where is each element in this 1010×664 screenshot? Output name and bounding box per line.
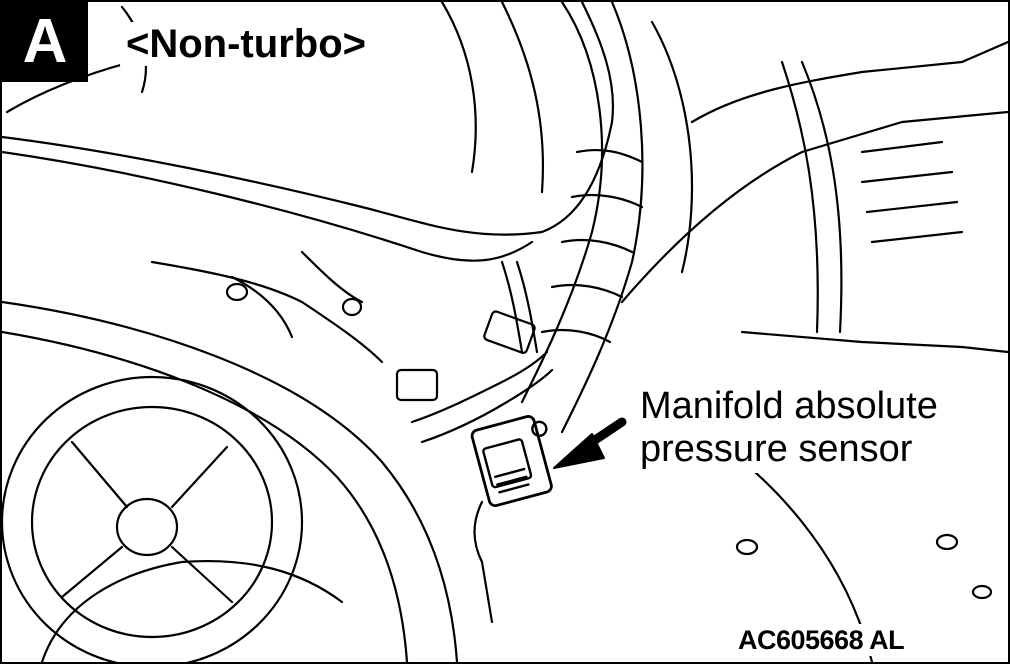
figure-id-code: AC605668 [738,625,864,655]
block-contour-1 [150,260,384,364]
drive-belt-outer [2,300,459,662]
pulley-spoke-4 [60,545,124,599]
runner-rib-3 [560,238,634,254]
right-panel [740,330,1008,354]
engine-cover-outline [2,2,615,236]
runner-rib-2 [570,193,644,209]
hose-right-2 [800,60,843,334]
cover-rib-2 [440,2,477,174]
sensor-callout-line-1: Manifold absolute [640,385,938,427]
bolt-hole-right-2 [935,533,959,551]
runner-rib-5 [540,328,612,344]
right-fins-4 [870,230,964,244]
map-sensor [470,415,553,508]
bolt-hole-right-1 [735,538,759,556]
right-bracket-outline [690,40,1008,124]
engine-cover-lower-edge [2,150,534,262]
harness-wire-2 [515,260,539,354]
intake-runner-3 [650,20,694,274]
engine-variant-label: <Non-turbo> [120,22,372,66]
sensor-callout-label: Manifold absolute pressure sensor [634,383,944,473]
right-fins-1 [860,140,944,154]
crank-pulley [2,375,304,662]
left-connector [395,368,439,402]
view-letter-badge: A [2,2,88,82]
pulley-spoke-3 [170,545,234,604]
intake-runner-2 [560,2,644,434]
harness-connector [483,310,536,354]
figure-id: AC605668 AL [732,624,911,656]
harness-wire-1 [500,260,524,354]
pulley-spoke-2 [170,445,229,509]
right-bracket-lower [620,110,1008,304]
hose-right-1 [780,60,819,334]
figure-id-suffix: AL [869,625,905,655]
vacuum-hose-1 [410,350,549,424]
vacuum-hose-2 [420,368,554,444]
lower-hose [40,559,344,662]
bolt-left-1 [225,282,249,302]
crank-pulley-hub [115,497,179,557]
bolt-left-2 [341,297,363,317]
bolt-hole-right-3 [971,584,993,600]
right-fins-3 [865,200,959,214]
callout-arrow [553,417,627,469]
intake-runner-1 [520,2,604,404]
runner-rib-4 [550,283,624,299]
drive-belt-inner [2,330,409,662]
crank-pulley-rim [30,405,274,639]
cover-rib-3 [500,2,545,194]
runner-rib-1 [575,148,644,164]
pulley-spoke-1 [70,440,129,509]
sensor-bracket [473,500,494,624]
block-contour-3 [300,250,364,304]
sensor-callout-line-2: pressure sensor [640,428,913,470]
right-fins-2 [860,170,954,184]
block-contour-2 [230,275,294,339]
